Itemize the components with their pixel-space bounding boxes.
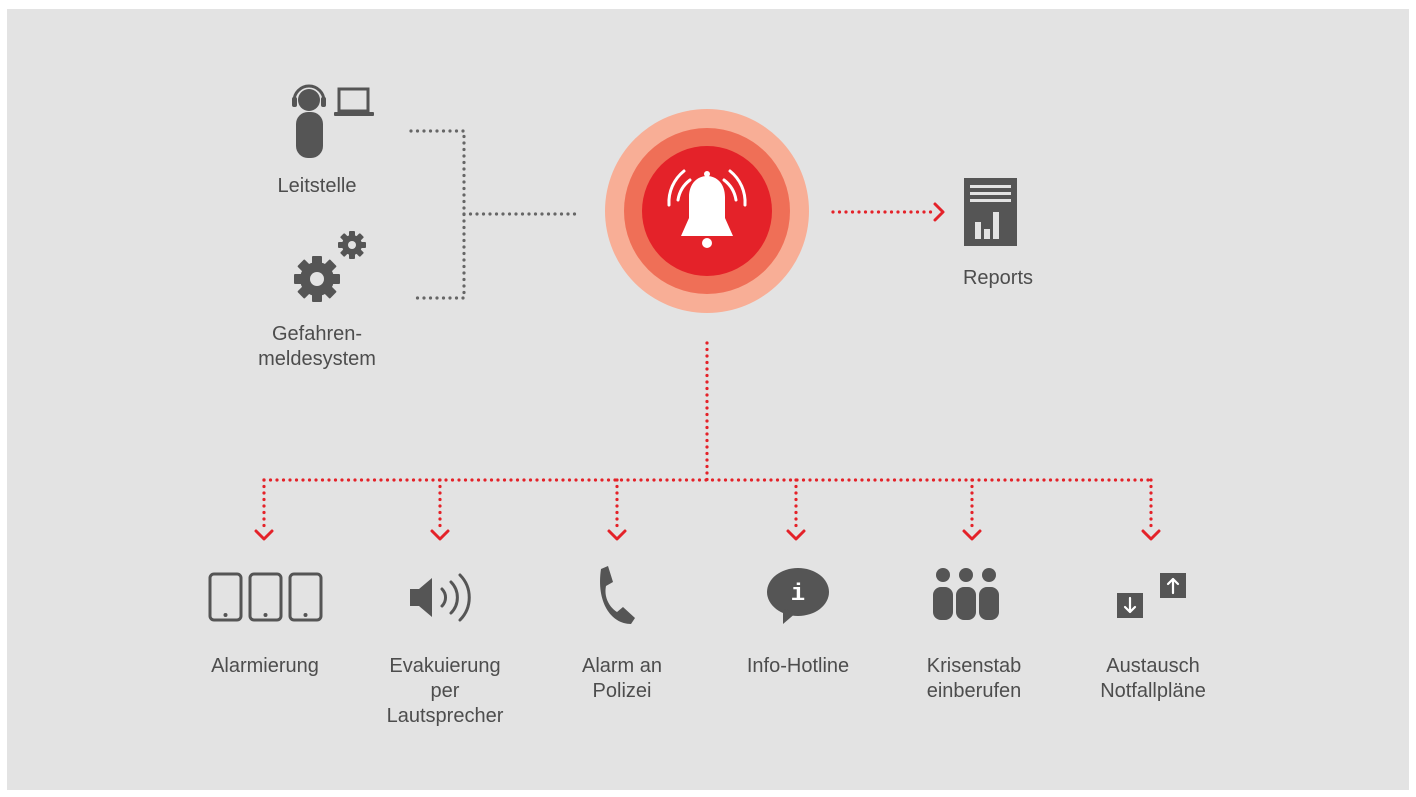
output-label-reports: Reports	[962, 267, 1034, 289]
source-connectors	[409, 129, 582, 300]
action-label-info-hotline: Info-Hotline	[746, 655, 850, 677]
arrowhead-6	[1141, 529, 1161, 541]
source-label-gefahrenmeldesystem: Gefahren- meldesystem	[258, 323, 376, 370]
arrowhead-reports	[933, 202, 945, 222]
operator-with-laptop-icon	[292, 84, 374, 158]
phone-handset-icon	[600, 566, 635, 624]
three-phones-icon	[208, 572, 323, 622]
svg-text:i: i	[791, 581, 805, 608]
speaker-icon	[410, 573, 471, 622]
action-label-alarm-polizei: Alarm an Polizei	[581, 655, 663, 702]
info-bubble-icon: i	[767, 568, 829, 624]
gears-icon	[294, 231, 366, 302]
action-label-evakuierung: Evakuierung per Lautsprecher	[386, 655, 504, 727]
arrowhead-1	[254, 529, 274, 541]
arrowheads	[254, 202, 1161, 541]
report-document-icon	[964, 178, 1017, 246]
diagram-canvas: i Leitstelle Gefahren- meldesystem Repor…	[7, 9, 1409, 790]
source-label-leitstelle: Leitstelle	[277, 175, 357, 197]
arrowhead-5	[962, 529, 982, 541]
arrowhead-4	[786, 529, 806, 541]
action-label-krisenstab: Krisenstab einberufen	[926, 655, 1022, 702]
diagram-svg: i	[208, 84, 1186, 624]
connector-leitstelle	[409, 129, 466, 300]
arrowhead-2	[430, 529, 450, 541]
exchange-arrows-icon	[1117, 573, 1186, 618]
action-label-alarmierung: Alarmierung	[211, 655, 319, 677]
action-label-austausch: Austausch Notfallpläne	[1100, 655, 1206, 702]
arrowhead-3	[607, 529, 627, 541]
output-connectors	[262, 210, 1153, 532]
alarm-bell-icon	[605, 109, 809, 313]
group-people-icon	[933, 568, 999, 620]
